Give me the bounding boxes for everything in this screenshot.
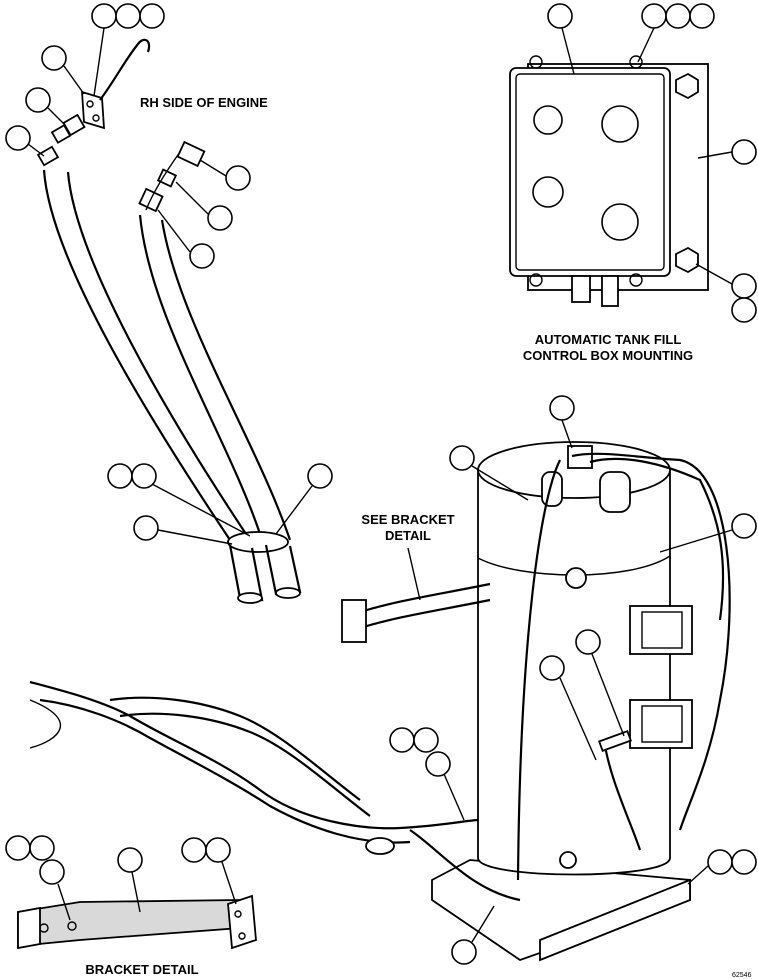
- bracket-detail-label: BRACKET DETAIL: [85, 962, 198, 977]
- figure-number: 62546: [732, 972, 752, 979]
- bracket-mount-plate: [341, 599, 367, 643]
- tank-fill-label-line1: AUTOMATIC TANK FILL: [535, 332, 682, 347]
- bracket-part: [341, 547, 491, 643]
- hose-right-b: [160, 219, 292, 541]
- control-box: [509, 67, 671, 277]
- rh-side-label: RH SIDE OF ENGINE: [140, 95, 268, 110]
- solenoid-valve-upper: [629, 605, 693, 655]
- bracket-detail: [17, 894, 257, 950]
- tank-body: [477, 469, 671, 876]
- hose-right-a: [138, 214, 264, 541]
- tank-hose-right: [571, 452, 731, 831]
- see-bracket-label-line1: SEE BRACKET: [361, 512, 454, 527]
- detail-bracket-end-plate: [227, 894, 257, 950]
- engine-hose-assembly: [36, 38, 302, 604]
- detail-bracket-arm: [17, 899, 241, 947]
- tank-top-port: [599, 471, 631, 513]
- tank-hose-left: [516, 459, 561, 881]
- mount-nut-lower: [675, 246, 699, 274]
- tank-hose-lower: [602, 739, 642, 851]
- solenoid-valve-lower: [629, 699, 693, 749]
- tank-assembly: [431, 441, 731, 962]
- callout-bubbles-engine: [5, 3, 333, 545]
- hose-left-a: [42, 169, 231, 541]
- control-box-mounting: [509, 55, 709, 307]
- fitting-left: [36, 145, 60, 167]
- callout-bubbles-bracket-detail: [5, 835, 237, 921]
- fitting-right-upper: [176, 140, 206, 168]
- hose-clamp: [227, 531, 289, 553]
- callout-bubbles-tank: [389, 395, 757, 965]
- tank-fill-label-line2: CONTROL BOX MOUNTING: [523, 348, 693, 363]
- hose-left-b: [66, 171, 251, 541]
- line-harness: [29, 680, 521, 902]
- callout-bubbles-control-box: [547, 3, 757, 323]
- mount-nut-upper: [675, 72, 699, 100]
- hook-rod: [99, 38, 151, 101]
- see-bracket-label-line2: DETAIL: [385, 528, 431, 543]
